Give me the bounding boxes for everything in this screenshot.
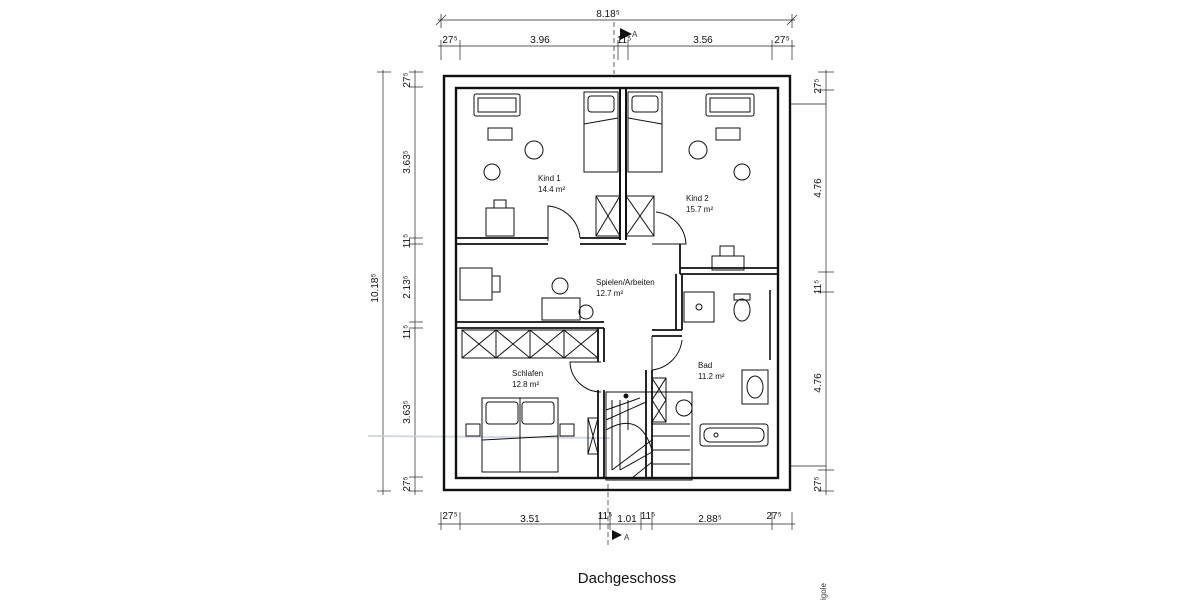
- room-labels: Kind 1 14.4 m² Kind 2 15.7 m² Spielen/Ar…: [512, 174, 725, 389]
- dim-right-2: 4.76: [813, 178, 824, 198]
- room-area-schlafen: 12.8 m²: [512, 380, 539, 389]
- room-name-spielen: Spielen/Arbeiten: [596, 278, 655, 287]
- room-name-kind2: Kind 2: [686, 194, 709, 203]
- section-marks: A A: [607, 22, 638, 545]
- dim-left-2: 3.63⁵: [402, 150, 413, 174]
- section-mark-bottom: A: [624, 533, 630, 542]
- dim-bottom-1: 27⁵: [442, 511, 457, 522]
- dim-right-3: 11⁵: [813, 280, 824, 295]
- dimension-lines: [377, 14, 834, 530]
- dim-top-total: 8.18⁵: [596, 9, 620, 20]
- doors: [547, 205, 687, 393]
- dimension-labels: 8.18⁵ 27⁵ 3.96 11⁵ 3.56 27⁵ 27⁵ 3.51 11⁵…: [370, 9, 824, 525]
- dim-left-7: 27⁵: [402, 476, 413, 491]
- dim-bottom-4: 1.01: [617, 514, 637, 525]
- dim-top-4: 3.56: [693, 35, 713, 46]
- dim-right-5: 27⁵: [813, 476, 824, 491]
- dim-bottom-2: 3.51: [520, 514, 540, 525]
- dim-top-2: 3.96: [530, 35, 550, 46]
- dim-left-5: 11⁵: [402, 325, 413, 340]
- wardrobes: [461, 195, 667, 455]
- room-name-bad: Bad: [698, 361, 712, 370]
- room-name-schlafen: Schlafen: [512, 369, 543, 378]
- dim-bottom-5: 11⁵: [641, 511, 656, 522]
- dim-top-3: 11⁵: [617, 35, 632, 46]
- beds: [465, 91, 663, 473]
- furniture: [459, 93, 769, 447]
- room-area-kind1: 14.4 m²: [538, 185, 565, 194]
- scan-artifact: [367, 435, 611, 439]
- room-area-bad: 11.2 m²: [698, 372, 725, 381]
- stairs: [605, 391, 693, 481]
- dim-left-4: 2.13⁵: [402, 275, 413, 299]
- plan-title: Dachgeschoss: [578, 570, 676, 587]
- dim-left-total: 10.18⁵: [370, 273, 381, 302]
- dim-left-3: 11⁵: [402, 234, 413, 249]
- dim-right-1: 27⁵: [813, 78, 824, 93]
- dim-bottom-7: 27⁵: [766, 511, 781, 522]
- dim-left-6: 3.63⁵: [402, 400, 413, 424]
- dim-left-1: 27⁵: [402, 72, 413, 87]
- room-area-kind2: 15.7 m²: [686, 205, 713, 214]
- section-mark-top: A: [632, 30, 638, 39]
- dim-top-1: 27⁵: [442, 35, 457, 46]
- room-name-kind1: Kind 1: [538, 174, 561, 183]
- room-area-spielen: 12.7 m²: [596, 289, 623, 298]
- outer-walls: [442, 74, 792, 492]
- dim-bottom-3: 11⁵: [598, 511, 613, 522]
- dim-bottom-6: 2.88⁵: [698, 514, 722, 525]
- dim-top-5: 27⁵: [774, 35, 789, 46]
- corner-text: igole: [819, 583, 828, 600]
- dim-right-4: 4.76: [813, 373, 824, 393]
